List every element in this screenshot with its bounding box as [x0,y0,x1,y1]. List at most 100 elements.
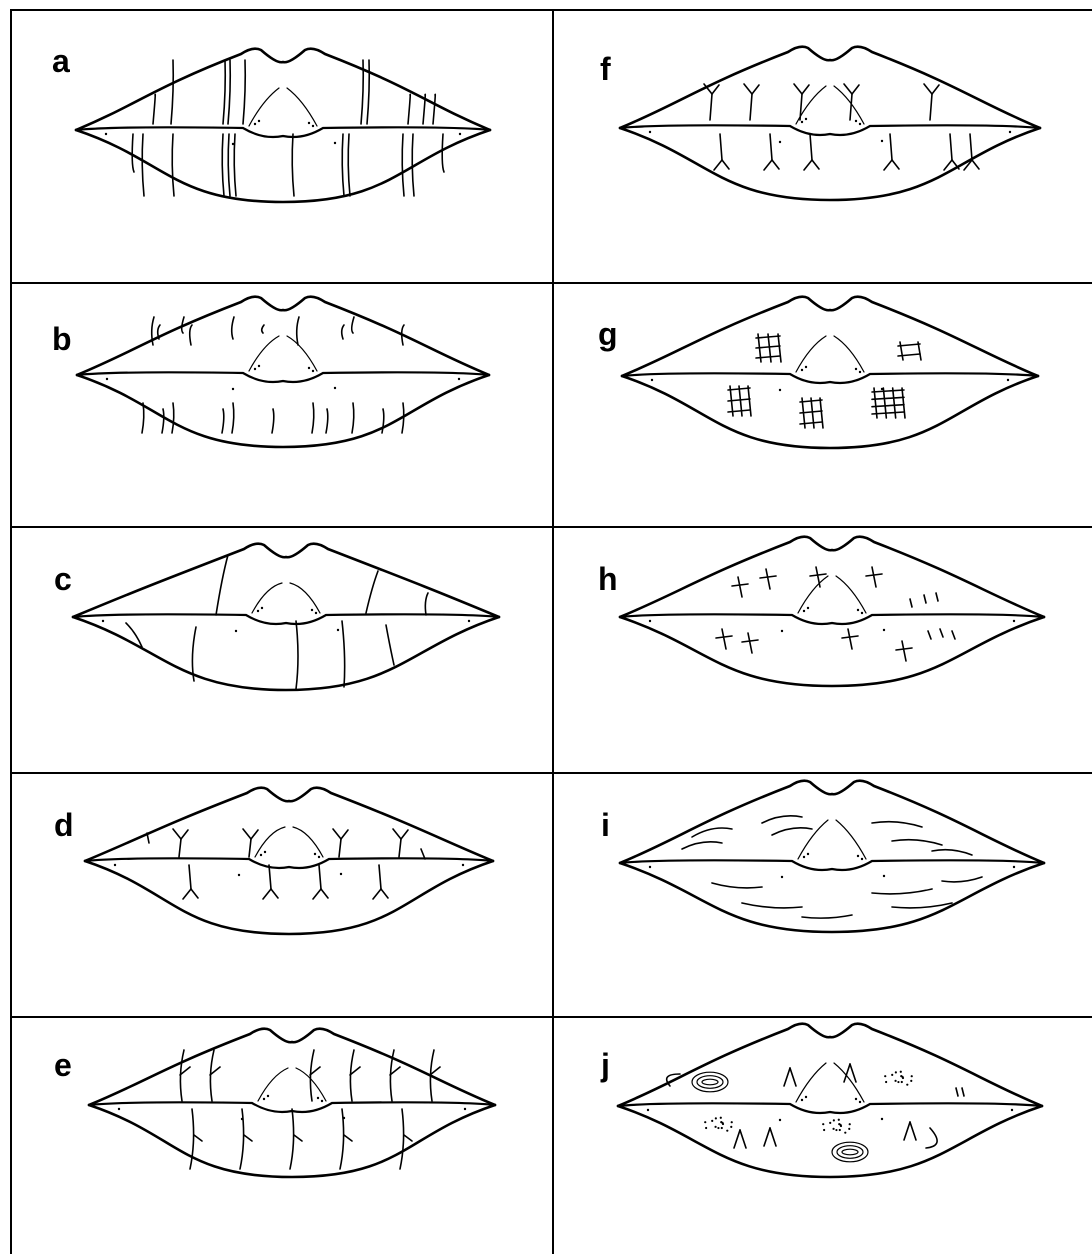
grid-hatch [800,422,822,424]
hook-mark [926,1128,937,1148]
stipple-dot [855,1098,857,1100]
stipple-dot [337,629,339,631]
segment-groove [400,1109,404,1169]
branched-groove [393,829,401,839]
y-branch [714,160,722,170]
stipple-dot [857,609,859,611]
partial-groove [297,317,299,345]
v-mark [904,1122,910,1140]
stipple-dot [839,1129,841,1131]
partial-groove [262,325,264,333]
vertical-groove [234,134,236,196]
stipple-dot [861,858,863,860]
branched-groove [181,830,188,839]
stipple-dot [720,1121,722,1123]
tubercle-line [293,827,323,857]
stipple-dot [340,873,342,875]
stipple-dot [911,1075,913,1077]
tubercle-line [798,820,828,859]
lower-lip-outline [620,128,1040,200]
stipple-dot [801,121,803,123]
horizontal-groove [682,842,722,849]
cross-mark [732,584,748,586]
grid-hatch [820,398,823,428]
reticular-line [342,621,345,687]
tubercle-line [249,336,279,371]
upper-lip-outline [620,781,1044,863]
stipple-dot [881,140,883,142]
stipple-dot [714,1126,716,1128]
upper-lip-outline [85,788,493,861]
partial-groove [232,317,234,339]
stipple-dot [859,1101,861,1103]
stipple-dot [805,118,807,120]
partial-groove [312,403,314,433]
panel-label-i: i [601,807,610,843]
panel-label-e: e [54,1047,72,1083]
y-branch [850,94,852,120]
partial-groove [142,403,144,433]
upper-lip-outline [73,544,499,617]
stipple-dot [833,1119,835,1121]
lips-g [622,297,1038,448]
branched-groove [401,830,408,839]
tubercle-line [796,1063,826,1102]
stipple-dot [263,1098,265,1100]
branched-groove [249,839,251,857]
branched-groove [341,830,348,839]
y-branch [812,160,819,169]
swirl-ring [697,1076,723,1089]
reticular-line [296,621,298,689]
segment-groove [180,1050,184,1101]
reticular-line [366,571,378,613]
stipple-dot [883,629,885,631]
cross-mark [866,574,882,576]
vertical-groove [367,60,369,124]
stipple-dot [883,875,885,877]
lips-f [620,47,1040,200]
y-branch [852,85,859,94]
vertical-groove [292,134,294,196]
partial-groove [326,409,328,433]
y-branch [930,94,932,120]
vertical-groove [348,134,350,196]
vertical-groove [433,94,435,124]
branched-groove [183,889,191,899]
y-branch [800,94,802,120]
horizontal-groove [742,903,802,908]
branched-groove [263,889,271,899]
tubercle-line [287,336,317,371]
y-branch [970,134,972,160]
stipple-dot [258,120,260,122]
stipple-dot [900,1071,902,1073]
stipple-dot [649,866,651,868]
stipple-dot [318,856,320,858]
stipple-dot [254,368,256,370]
short-mark [940,629,943,637]
short-mark [910,599,912,607]
branched-groove [243,829,251,839]
stipple-dot [1011,1109,1013,1111]
stipple-dot [726,1130,728,1132]
segment-groove [210,1050,214,1101]
grid-hatch [872,405,904,407]
lower-lip-outline [620,863,1044,932]
segment-groove [190,1109,194,1169]
cross-mark [766,569,770,589]
v-mark [740,1130,746,1148]
partial-groove [172,403,174,433]
branched-groove [271,889,278,898]
cross-mark [760,576,776,578]
stipple-dot [264,851,266,853]
stipple-dot [781,876,783,878]
stipple-dot [855,120,857,122]
partial-groove [352,317,354,333]
stipple-dot [906,1084,908,1086]
lips-i [620,781,1044,932]
tubercle-line [796,336,826,372]
panel-label-j: j [600,1047,610,1083]
stipple-dot [704,1121,706,1123]
lips-d [85,788,493,934]
short-mark [952,631,955,639]
upper-lip-outline [89,1029,495,1105]
